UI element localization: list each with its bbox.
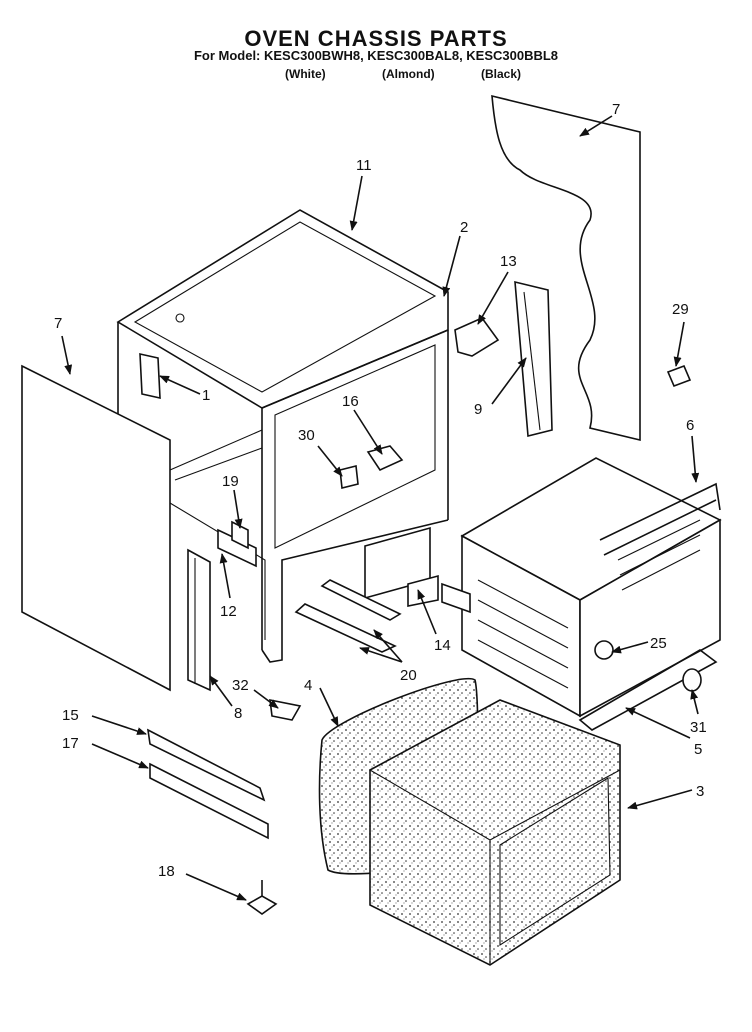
bracket-drawings [187, 280, 553, 692]
callout-16: 16 [342, 393, 359, 410]
callout-4: 4 [304, 677, 312, 694]
model-line: For Model: KESC300BWH8, KESC300BAL8, KES… [193, 48, 559, 63]
callout-9: 9 [474, 401, 482, 418]
callout-25: 25 [650, 635, 667, 652]
callout-7-top: 7 [612, 101, 620, 118]
leader-lines [61, 115, 700, 901]
element-assembly-drawing [294, 526, 439, 653]
callout-29: 29 [672, 301, 689, 318]
callout-30: 30 [298, 427, 315, 444]
diagram-title: OVEN CHASSIS PARTS [244, 26, 508, 51]
callout-2: 2 [460, 219, 468, 236]
callout-20: 20 [400, 667, 417, 684]
callout-labels: 7 11 2 13 29 7 1 16 30 9 6 19 12 14 25 2… [54, 101, 707, 880]
callout-17: 17 [62, 735, 79, 752]
variant-white: (White) [285, 67, 326, 81]
callout-18: 18 [158, 863, 175, 880]
callout-11: 11 [356, 157, 372, 174]
callout-15: 15 [62, 707, 79, 724]
callout-12: 12 [220, 603, 237, 620]
callout-32: 32 [232, 677, 249, 694]
oven-liner-drawing [441, 457, 722, 731]
insulation-drawing [318, 677, 621, 966]
callout-1: 1 [202, 387, 210, 404]
callout-19: 19 [222, 473, 239, 490]
callout-13: 13 [500, 253, 517, 270]
callout-31: 31 [690, 719, 707, 736]
rear-panel-drawing [491, 94, 641, 442]
callout-3: 3 [696, 783, 704, 800]
variant-black: (Black) [481, 67, 522, 81]
callout-8: 8 [234, 705, 242, 722]
callout-14: 14 [434, 637, 451, 654]
callout-7-left: 7 [54, 315, 62, 332]
callout-6: 6 [686, 417, 694, 434]
side-panel-drawing [21, 364, 171, 692]
lower-parts-drawing [146, 698, 302, 915]
callout-5: 5 [694, 741, 702, 758]
chassis-frame-drawing [116, 209, 449, 663]
variant-almond: (Almond) [382, 67, 435, 81]
